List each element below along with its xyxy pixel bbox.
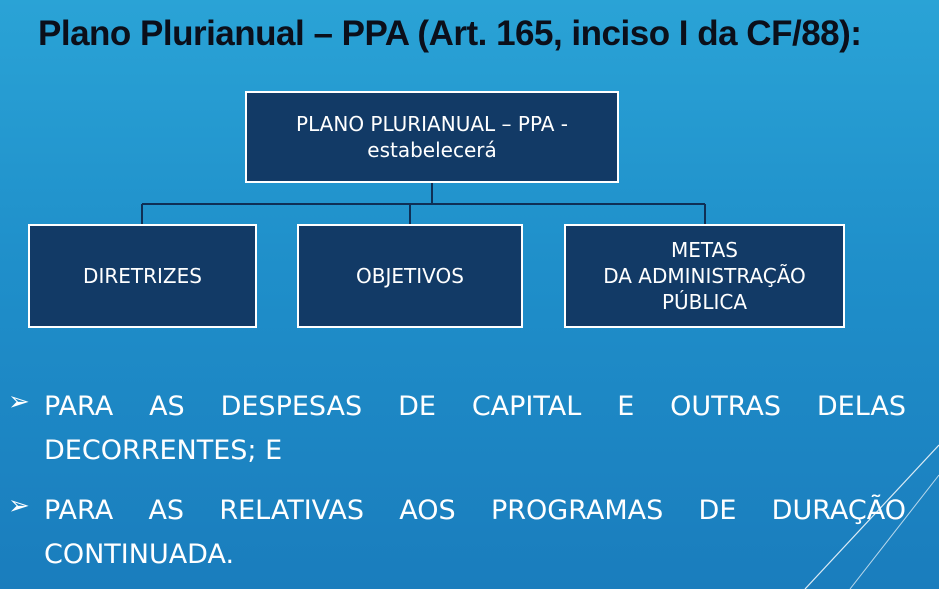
bullet-text: PARA AS RELATIVAS AOS PROGRAMAS DE DURAÇ… xyxy=(44,495,906,570)
root-box-label: PLANO PLURIANUAL – PPA - estabelecerá xyxy=(296,112,568,162)
org-chart-child-box: METAS DA ADMINISTRAÇÃO PÚBLICA xyxy=(564,224,845,328)
arrow-bullet-icon: ➢ xyxy=(8,387,30,417)
bullet-list: ➢ PARA AS DESPESAS DE CAPITAL E OUTRAS D… xyxy=(0,385,939,585)
org-chart-root-box: PLANO PLURIANUAL – PPA - estabelecerá xyxy=(245,91,619,183)
arrow-bullet-icon: ➢ xyxy=(8,491,30,521)
org-chart-child-box: DIRETRIZES xyxy=(28,224,257,328)
bullet-text: PARA AS DESPESAS DE CAPITAL E OUTRAS DEL… xyxy=(44,391,906,466)
child-box-label: DIRETRIZES xyxy=(83,264,202,288)
child-box-label: OBJETIVOS xyxy=(356,264,464,288)
child-box-label: METAS DA ADMINISTRAÇÃO PÚBLICA xyxy=(603,238,806,314)
org-chart-child-box: OBJETIVOS xyxy=(297,224,523,328)
slide-title: Plano Plurianual – PPA (Art. 165, inciso… xyxy=(38,14,862,53)
